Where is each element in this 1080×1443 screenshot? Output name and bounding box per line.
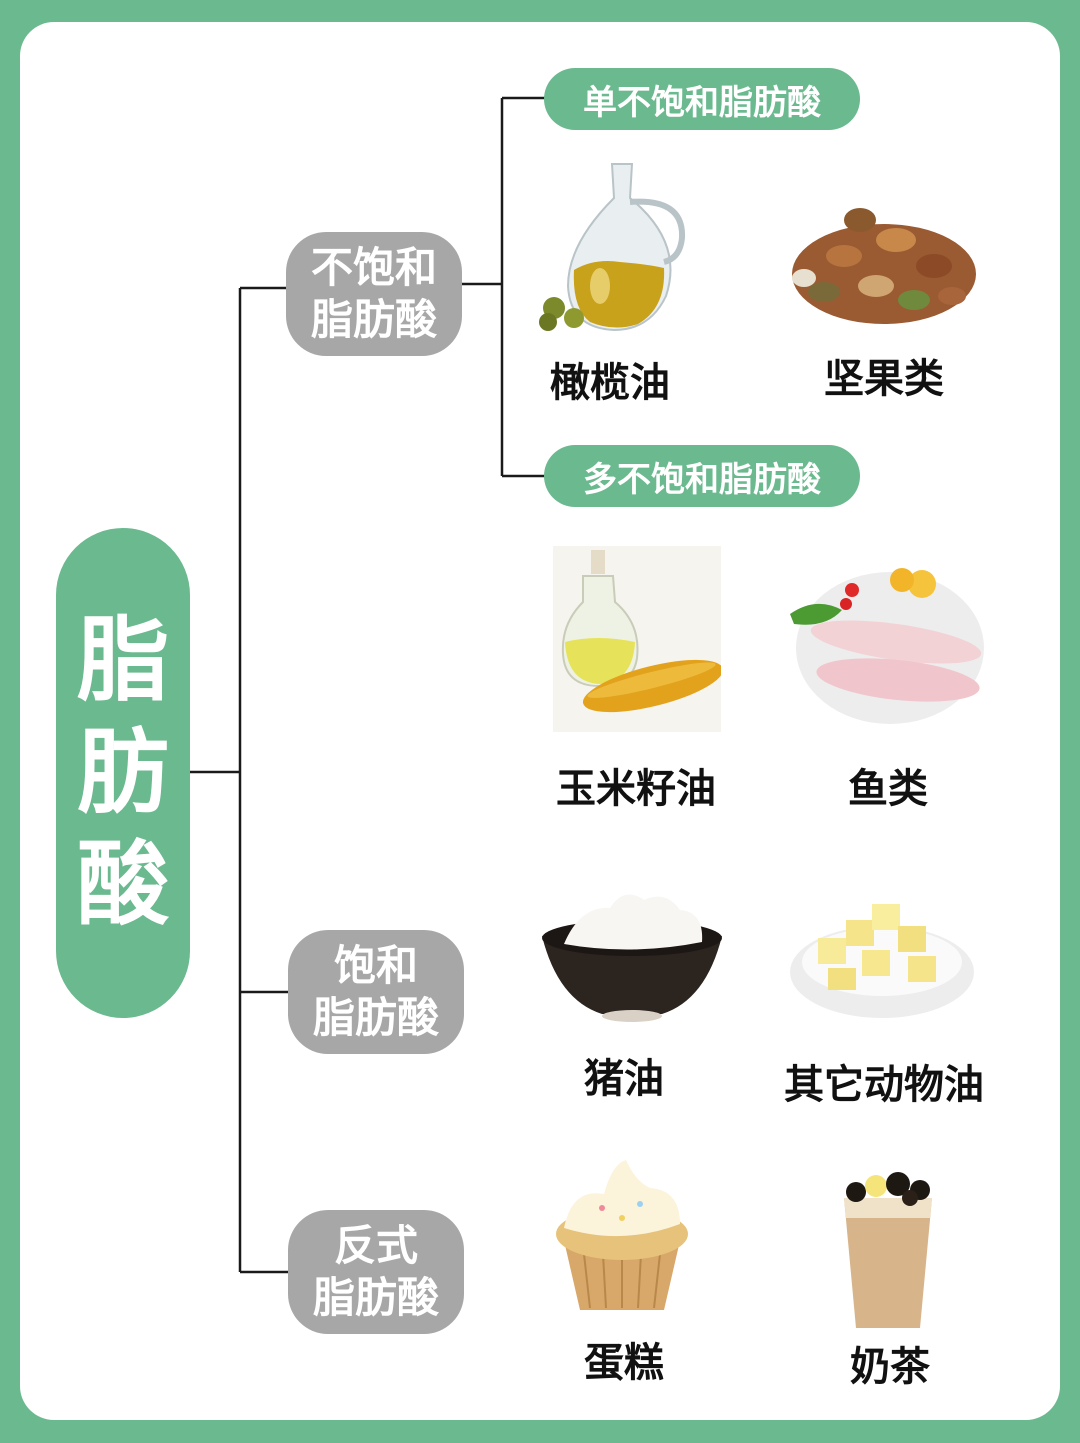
nuts-image [792, 208, 976, 324]
category-trans: 反式 脂肪酸 [288, 1210, 464, 1334]
food-label-milk-tea: 奶茶 [850, 1344, 930, 1390]
food-label-fish: 鱼类 [848, 766, 928, 812]
category-label: 脂肪酸 [312, 1273, 439, 1322]
root-node-fatty-acid: 脂 肪 酸 [56, 528, 190, 1018]
subcategory-monounsaturated: 单不饱和脂肪酸 [544, 68, 860, 130]
food-label-lard: 猪油 [584, 1056, 664, 1102]
category-saturated: 饱和 脂肪酸 [288, 930, 464, 1054]
olive-oil-image [539, 163, 686, 332]
cake-image [556, 1160, 688, 1310]
category-unsaturated: 不饱和 脂肪酸 [286, 232, 462, 356]
subcategory-polyunsaturated: 多不饱和脂肪酸 [544, 445, 860, 507]
food-label-cake: 蛋糕 [584, 1340, 664, 1386]
root-char: 酸 [76, 831, 169, 938]
category-label: 反式 [333, 1221, 418, 1270]
corn-oil-image [553, 546, 721, 732]
category-label: 脂肪酸 [310, 295, 437, 344]
fish-image [790, 568, 984, 724]
root-char: 脂 [76, 607, 169, 714]
category-label: 不饱和 [310, 243, 437, 292]
lard-image [542, 894, 722, 1022]
food-label-corn-oil: 玉米籽油 [556, 766, 716, 812]
food-label-nuts: 坚果类 [824, 356, 944, 402]
category-label: 脂肪酸 [312, 993, 439, 1042]
milk-tea-image [844, 1172, 932, 1328]
animal-oil-image [790, 904, 974, 1018]
food-label-other-animal-oil: 其它动物油 [784, 1062, 984, 1108]
food-label-olive-oil: 橄榄油 [550, 360, 670, 406]
category-label: 饱和 [333, 941, 418, 990]
root-char: 肪 [76, 719, 169, 826]
